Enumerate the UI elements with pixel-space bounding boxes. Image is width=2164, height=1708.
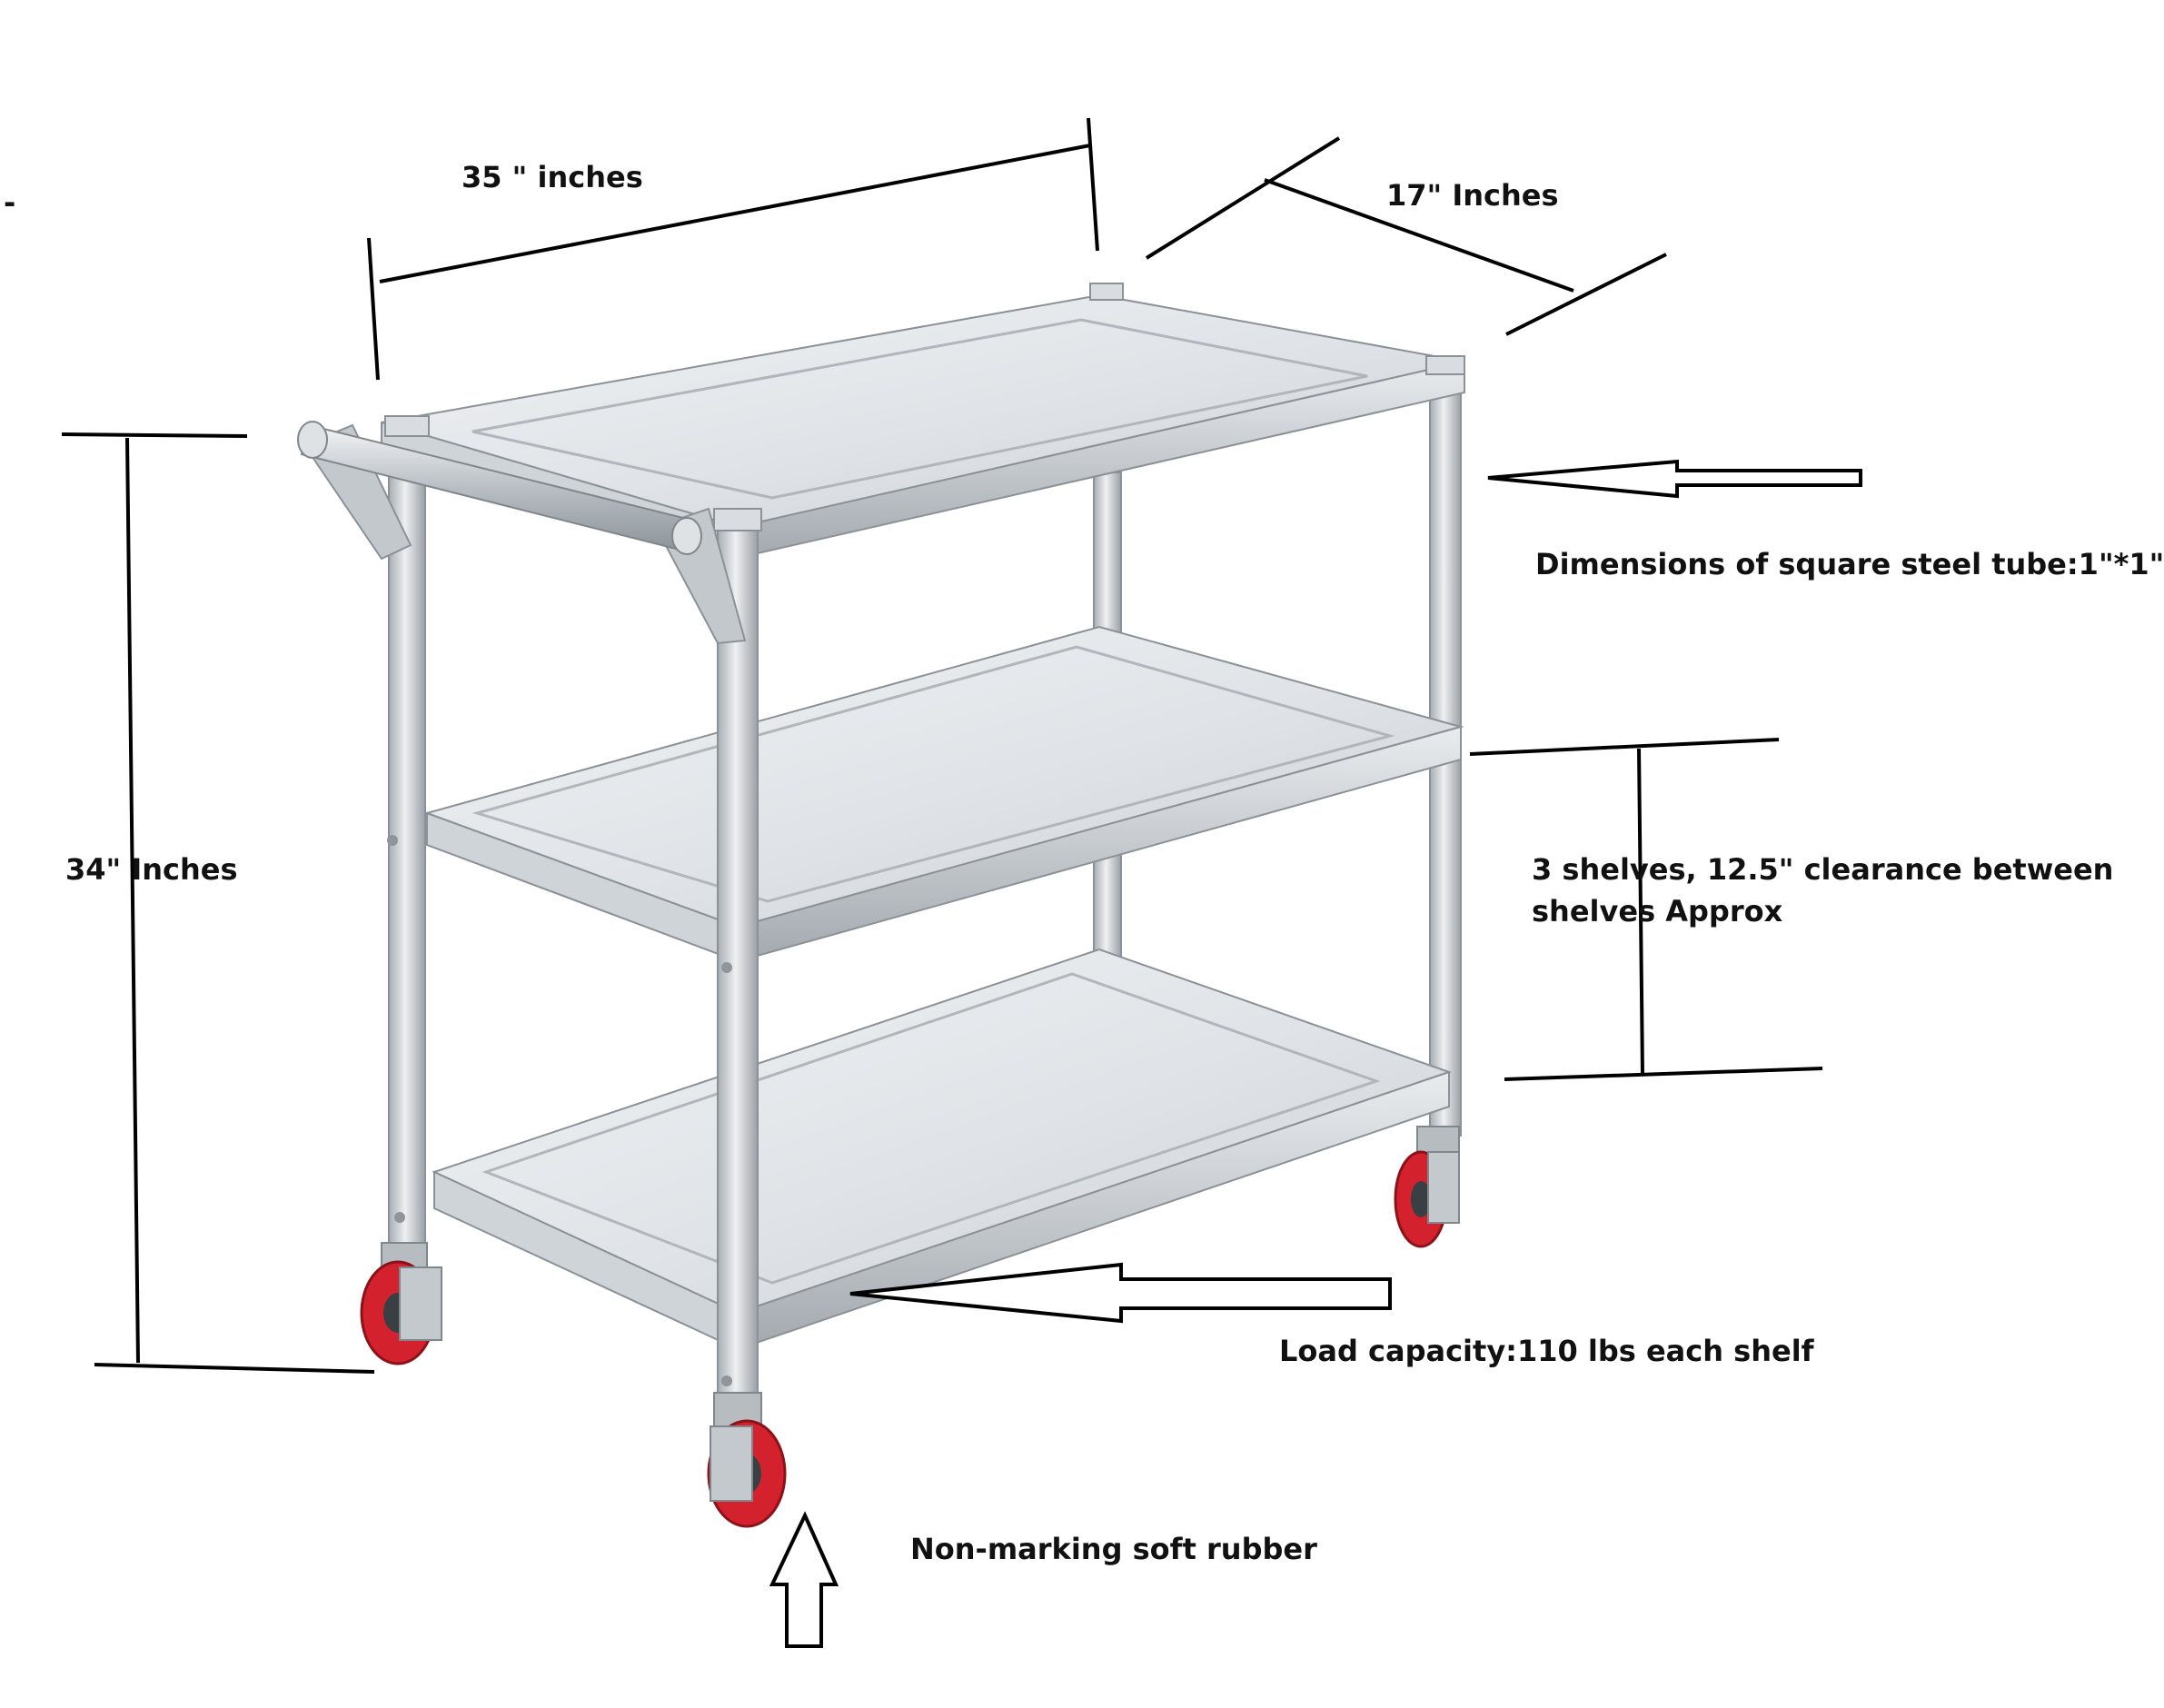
- bolt: [721, 962, 732, 973]
- width-label: 35 " inches: [462, 160, 643, 194]
- post-cap: [713, 508, 762, 531]
- front-right-post: [717, 515, 759, 1394]
- load-pointer-arrow: [849, 1262, 1392, 1324]
- tube-dimensions-label: Dimensions of square steel tube:1"*1": [1535, 547, 2164, 581]
- clearance-dimension-line: [1469, 738, 1823, 1081]
- load-capacity-label: Load capacity:110 lbs each shelf: [1279, 1334, 1814, 1368]
- depth-label: 17" Inches: [1386, 178, 1559, 213]
- post-cap: [1425, 355, 1465, 375]
- post-cap: [1089, 283, 1124, 301]
- bolt: [721, 1375, 732, 1386]
- width-dimension-line: [367, 117, 1099, 381]
- push-handle: [297, 421, 747, 645]
- bolt: [387, 835, 398, 846]
- stray-dash-mark: -: [4, 185, 16, 220]
- depth-dimension-line: [1145, 136, 1667, 336]
- bottom-shelf: [432, 948, 1453, 1351]
- wheel-up-arrow: [769, 1511, 839, 1648]
- height-label: 34" Inches: [65, 852, 238, 887]
- tube-pointer-arrow: [1487, 459, 1862, 499]
- caster-front-left: [360, 1242, 442, 1365]
- utility-cart-illustration: [297, 283, 1465, 1528]
- middle-shelf: [423, 625, 1464, 963]
- post-cap: [384, 415, 430, 437]
- rubber-wheel-label: Non-marking soft rubber: [910, 1532, 1317, 1566]
- shelves-clearance-label-line1: 3 shelves, 12.5" clearance between: [1532, 852, 2114, 887]
- caster-back-right: [1394, 1126, 1460, 1248]
- height-dimension-line: [61, 432, 375, 1374]
- cart-diagram: [61, 117, 1862, 1648]
- caster-front-right: [707, 1392, 787, 1528]
- shelves-clearance-label-line2: shelves Approx: [1532, 894, 1783, 928]
- top-shelf: [381, 293, 1465, 560]
- bolt: [394, 1212, 405, 1223]
